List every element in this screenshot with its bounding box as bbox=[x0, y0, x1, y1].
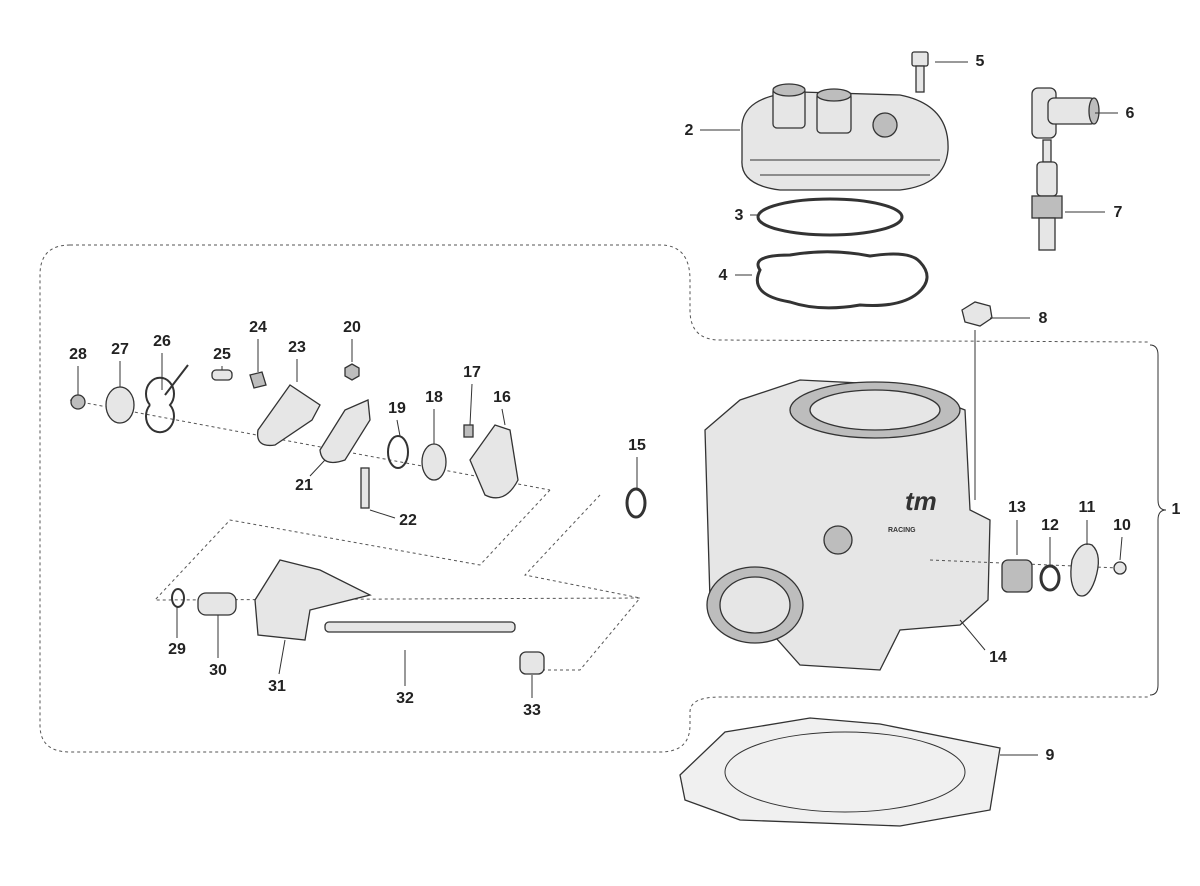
callout-20: 20 bbox=[343, 319, 361, 336]
bushing bbox=[197, 592, 237, 616]
bushing bbox=[1001, 559, 1033, 593]
callout-31: 31 bbox=[268, 678, 286, 695]
callout-17: 17 bbox=[463, 364, 481, 381]
flange-nut bbox=[961, 301, 993, 327]
callout-2: 2 bbox=[685, 122, 694, 139]
callout-33: 33 bbox=[523, 702, 541, 719]
nut-small bbox=[344, 363, 360, 381]
callout-4: 4 bbox=[719, 267, 728, 284]
callout-22: 22 bbox=[399, 512, 417, 529]
base-gasket-bore bbox=[724, 731, 966, 813]
bushing-end bbox=[519, 651, 545, 675]
screw bbox=[249, 371, 267, 389]
brand-logo-subtext: RACING bbox=[888, 527, 916, 534]
seal-ring bbox=[625, 487, 647, 519]
head-bolt bbox=[911, 51, 929, 93]
valve-assembly-boundary bbox=[39, 244, 1151, 753]
callout-28: 28 bbox=[69, 346, 87, 363]
callout-12: 12 bbox=[1041, 517, 1059, 534]
callout-15: 15 bbox=[628, 437, 646, 454]
valve-cover bbox=[1070, 543, 1099, 597]
base-gasket bbox=[679, 717, 1001, 827]
cylinder: tm RACING bbox=[704, 379, 991, 671]
callout-labels: 1 2 3 4 5 6 7 8 9 10 11 12 13 14 15 16 1… bbox=[69, 53, 1180, 764]
cap bbox=[105, 386, 135, 424]
o-ring bbox=[756, 197, 904, 237]
callout-27: 27 bbox=[111, 341, 129, 358]
callout-26: 26 bbox=[153, 333, 171, 350]
callout-23: 23 bbox=[288, 339, 306, 356]
spark-plug-cap bbox=[1031, 87, 1100, 139]
flange bbox=[469, 424, 519, 499]
brand-logo: tm bbox=[905, 486, 937, 516]
bolt bbox=[360, 467, 370, 509]
circlip bbox=[387, 435, 409, 469]
valve-blade bbox=[254, 559, 372, 641]
shaft bbox=[324, 621, 516, 633]
cylinder-head bbox=[741, 83, 949, 191]
callout-8: 8 bbox=[1039, 310, 1048, 327]
spark-plug bbox=[1031, 139, 1063, 251]
assembly-bracket bbox=[1149, 344, 1167, 696]
pin bbox=[211, 369, 233, 381]
callout-13: 13 bbox=[1008, 499, 1026, 516]
callout-25: 25 bbox=[213, 346, 231, 363]
leader-lines bbox=[77, 61, 1123, 756]
callout-29: 29 bbox=[168, 641, 186, 658]
callout-16: 16 bbox=[493, 389, 511, 406]
callout-32: 32 bbox=[396, 690, 414, 707]
head-gasket bbox=[755, 250, 929, 310]
callout-11: 11 bbox=[1079, 499, 1096, 516]
callout-24: 24 bbox=[249, 319, 267, 336]
nut bbox=[70, 394, 86, 410]
nut bbox=[1113, 561, 1127, 575]
spring bbox=[145, 364, 189, 434]
o-ring-small bbox=[171, 588, 185, 608]
callout-21: 21 bbox=[295, 477, 313, 494]
callout-5: 5 bbox=[976, 53, 985, 70]
callout-18: 18 bbox=[425, 389, 443, 406]
lever bbox=[256, 384, 321, 447]
set-screw bbox=[463, 424, 474, 438]
callout-7: 7 bbox=[1114, 204, 1123, 221]
o-ring-small bbox=[1039, 564, 1061, 592]
callout-10: 10 bbox=[1113, 517, 1131, 534]
callout-30: 30 bbox=[209, 662, 227, 679]
callout-6: 6 bbox=[1126, 105, 1135, 122]
callout-19: 19 bbox=[388, 400, 406, 417]
callout-1: 1 bbox=[1172, 501, 1181, 518]
callout-3: 3 bbox=[735, 207, 744, 224]
callout-9: 9 bbox=[1046, 747, 1055, 764]
bearing bbox=[421, 443, 447, 481]
callout-14: 14 bbox=[989, 649, 1007, 666]
rocker-arm bbox=[319, 399, 371, 464]
